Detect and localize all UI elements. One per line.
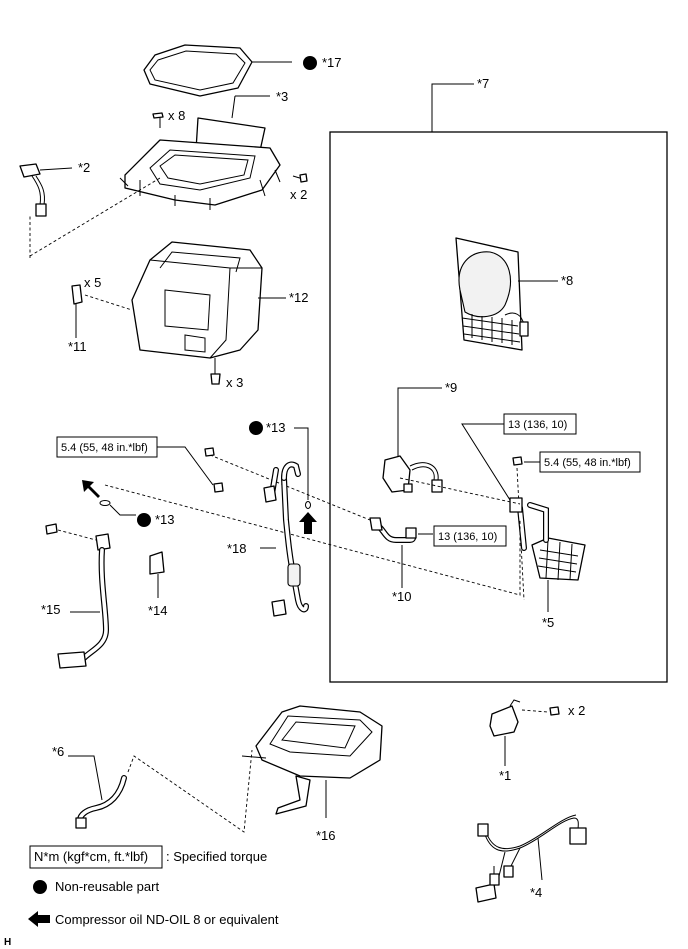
- drain-hose-6: [68, 749, 253, 833]
- o-ring-13a: [305, 501, 311, 509]
- evaporator-5: [509, 497, 586, 612]
- legend-nonreusable-marker: [33, 880, 47, 894]
- torque-box-evap: 13 (136, 10): [461, 413, 577, 501]
- label-15: *15: [41, 602, 61, 617]
- gasket-17: [143, 44, 317, 97]
- label-16: *16: [316, 828, 336, 843]
- legend-oil-text: Compressor oil ND-OIL 8 or equivalent: [55, 912, 279, 927]
- label-4: *4: [530, 885, 542, 900]
- legend-oil-arrow: [28, 911, 50, 927]
- group-box-7: [329, 131, 668, 683]
- qty-screw-x3: x 3: [226, 375, 243, 390]
- unit-1: [489, 699, 560, 766]
- lower-case-16: [241, 705, 383, 818]
- torque-text-pipe: 13 (136, 10): [438, 531, 497, 543]
- sensor-2: [19, 163, 73, 217]
- label-10: *10: [392, 589, 412, 604]
- nonreusable-marker-13a: [249, 421, 263, 435]
- legend-torque-text: : Specified torque: [166, 849, 267, 864]
- corner-mark: H: [4, 937, 11, 948]
- label-13a: *13: [266, 420, 286, 435]
- oil-arrow-up: [299, 512, 317, 534]
- label-5: *5: [542, 615, 554, 630]
- blower-8: [455, 237, 558, 351]
- dashed-guide-2: [29, 177, 161, 258]
- clip-14: [149, 551, 165, 598]
- upper-case-3: [119, 95, 308, 210]
- pipe-10: [369, 517, 433, 588]
- nonreusable-marker-17: [303, 56, 317, 70]
- qty-screw-x2: x 2: [290, 187, 307, 202]
- o-ring-13b: [99, 500, 111, 506]
- label-2: *2: [78, 160, 90, 175]
- torque-text-hose: 5.4 (55, 48 in.*lbf): [61, 442, 148, 454]
- nonreusable-marker-13b: [137, 513, 151, 527]
- qty-screw-x2-unit: x 2: [568, 703, 585, 718]
- torque-box-evap-bolt: 5.4 (55, 48 in.*lbf): [512, 451, 641, 601]
- torque-box-hose: 5.4 (55, 48 in.*lbf): [56, 436, 224, 493]
- legend-torque-box: [29, 845, 163, 869]
- dashed-guide-valve: [399, 477, 521, 505]
- label-11: *11: [68, 339, 87, 354]
- heater-case-12: [131, 241, 286, 385]
- clip-11: [71, 284, 83, 338]
- torque-box-pipe: 13 (136, 10): [433, 525, 507, 547]
- oil-arrow-down: [82, 480, 100, 498]
- hose-15: [45, 523, 111, 669]
- label-3: *3: [276, 89, 288, 104]
- dashed-guide-11: [84, 294, 133, 311]
- pipe-18: [260, 461, 309, 617]
- label-6: *6: [52, 744, 64, 759]
- dashed-guide-pipe: [209, 454, 371, 521]
- legend-torque-box-text: N*m (kgf*cm, ft.*lbf): [34, 849, 148, 864]
- qty-screw-x8: x 8: [168, 108, 185, 123]
- torque-text-evap: 13 (136, 10): [508, 419, 567, 431]
- label-1: *1: [499, 768, 511, 783]
- leader-13b: [109, 504, 136, 516]
- label-8: *8: [561, 273, 573, 288]
- filter-grid: [461, 314, 521, 345]
- label-13b: *13: [155, 512, 175, 527]
- expansion-valve-9: [382, 387, 443, 493]
- label-14: *14: [148, 603, 168, 618]
- dashed-guide-main: [104, 484, 521, 596]
- leader-13a: [294, 427, 309, 500]
- legend-nonreusable-text: Non-reusable part: [55, 879, 159, 894]
- label-18: *18: [227, 541, 247, 556]
- label-12: *12: [289, 290, 309, 305]
- label-7: *7: [477, 76, 489, 91]
- label-17: *17: [322, 55, 342, 70]
- wire-harness-4: [475, 814, 587, 903]
- qty-clip-x5: x 5: [84, 275, 101, 290]
- legend: N*m (kgf*cm, ft.*lbf) : Specified torque…: [28, 845, 279, 927]
- leader-7: [431, 83, 474, 132]
- torque-text-evap-bolt: 5.4 (55, 48 in.*lbf): [544, 457, 631, 469]
- label-9: *9: [445, 380, 457, 395]
